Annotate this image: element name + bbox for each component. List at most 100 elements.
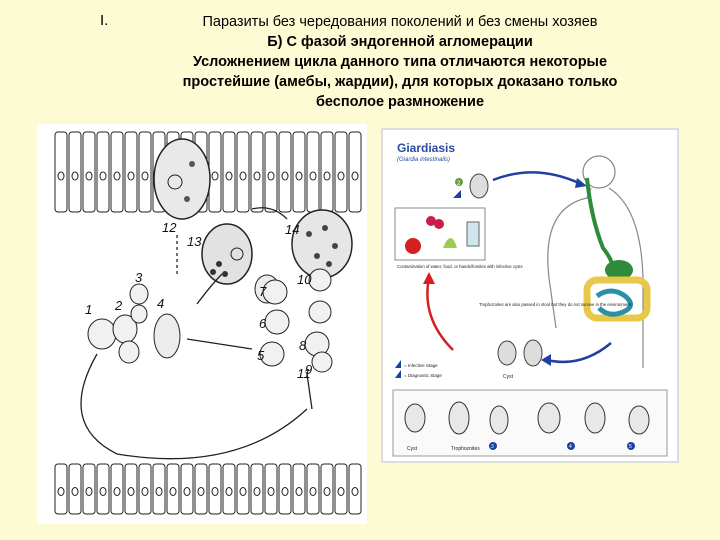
step-number: 3 [491,444,494,450]
cell-nucleus [281,487,289,496]
giardiasis-life-cycle-figure: Giardiasis (Giardia intestinalis) 2 Cont… [381,128,679,463]
epithelial-cell [110,131,124,213]
minuta-form-1 [87,318,117,350]
epithelial-cell [180,463,194,515]
title-line-3: Усложнением цикла данного типа отличаютс… [192,54,608,70]
cell-nucleus [141,487,149,496]
cell-nucleus [239,171,247,181]
epithelial-cell [236,463,250,515]
step-number: 5 [629,444,632,450]
stage-number: 8 [299,338,307,353]
cell-nucleus [323,487,331,496]
stage-number: 2 [114,298,123,313]
cell-nucleus [323,171,331,181]
cyst-7 [262,279,288,305]
epithelial-cell [222,463,236,515]
epithelial-cell [264,463,278,515]
title-line-2: Б) С фазой эндогенной агломерации [267,34,533,50]
cell-nucleus [309,171,317,181]
cell-nucleus [169,487,177,496]
epithelial-cell [124,463,138,515]
cyst-in-stool [497,340,517,366]
section-number: I. [100,12,109,29]
epithelial-cell [222,131,236,213]
epithelial-cell [82,131,96,213]
cell-nucleus [127,171,135,181]
stage-number: 9 [305,362,312,377]
lower-epithelium [54,463,362,515]
stage-numbers: 1 2 3 4 5 6 7 8 9 10 11 12 13 14 [85,220,312,381]
cell-nucleus [197,487,205,496]
step-number: 2 [457,181,461,187]
stage-number: 14 [285,222,299,237]
step-marker [567,442,575,450]
cell-nucleus [211,171,219,181]
stage-number: 12 [162,220,177,235]
cyst-3b [130,304,148,324]
tissue-amoeba-large [153,138,211,220]
amoeba-nucleus [167,174,183,190]
colon [583,276,651,322]
cell-nucleus [57,171,65,181]
cell-nucleus [239,487,247,496]
magna-form-13 [201,223,253,285]
cell-nucleus [155,487,163,496]
epithelial-cell [54,131,68,213]
cyst-5 [259,341,285,367]
stage-number: 7 [259,284,267,299]
cell-nucleus [253,171,261,181]
epithelial-cell [124,131,138,213]
ingested-erythrocyte [189,161,195,167]
stage-number: 5 [257,348,265,363]
epithelial-cell [82,463,96,515]
epithelial-cell [166,463,180,515]
epithelial-cell [278,131,292,213]
amoeba-life-cycle-drawing: 1 2 3 4 5 6 7 8 9 10 11 12 13 14 [54,131,362,515]
step-marker [455,178,463,186]
epithelial-cell [138,463,152,515]
stage-number: 11 [297,366,311,381]
cell-nucleus [225,171,233,181]
ingested-erythrocyte [222,271,228,277]
ingested-erythrocyte [210,269,216,275]
legend-diagnostic: = Diagnostic Stage [404,373,442,378]
epithelial-cell [264,131,278,213]
ingested-erythrocyte [332,243,338,249]
cell-nucleus [267,487,275,496]
slide-title: Паразиты без чередования поколений и без… [140,12,660,112]
cell-nucleus [113,171,121,181]
amoeba-nucleus [230,247,244,261]
epithelial-cell [152,463,166,515]
cell-nucleus [295,171,303,181]
title-line-1: Паразиты без чередования поколений и без… [202,14,598,30]
epithelial-cell [292,131,306,213]
stage-number: 13 [187,234,202,249]
amoeba-life-cycle-figure: 1 2 3 4 5 6 7 8 9 10 11 12 13 14 [37,124,367,524]
title-line-4: простейшие (амебы, жардии), для которых … [182,74,618,90]
epithelial-cell [334,131,348,213]
stage-number: 6 [259,316,267,331]
cell-nucleus [71,171,79,181]
cell-nucleus [211,487,219,496]
cell-nucleus [351,487,359,496]
epithelial-cell [68,463,82,515]
epithelial-cell [110,463,124,515]
cyst-group-2b [118,340,140,364]
cell-nucleus [295,487,303,496]
cyst-label-bottom: Cyst [407,446,418,452]
epithelial-cell [334,463,348,515]
excystation-inset [392,389,668,457]
ingested-erythrocyte [326,261,332,267]
infective-stage-icon [395,360,401,368]
epithelial-cell [54,463,68,515]
trophozoites-label: Trophozoites [451,446,480,452]
cell-nucleus [225,487,233,496]
ingested-erythrocyte [306,231,312,237]
epithelial-cell [278,463,292,515]
strawberry-icon [426,216,436,226]
stage-number: 4 [157,296,164,311]
epithelial-cell [236,131,250,213]
cell-nucleus [337,171,345,181]
apple-icon [405,238,421,254]
epithelial-cell [96,131,110,213]
